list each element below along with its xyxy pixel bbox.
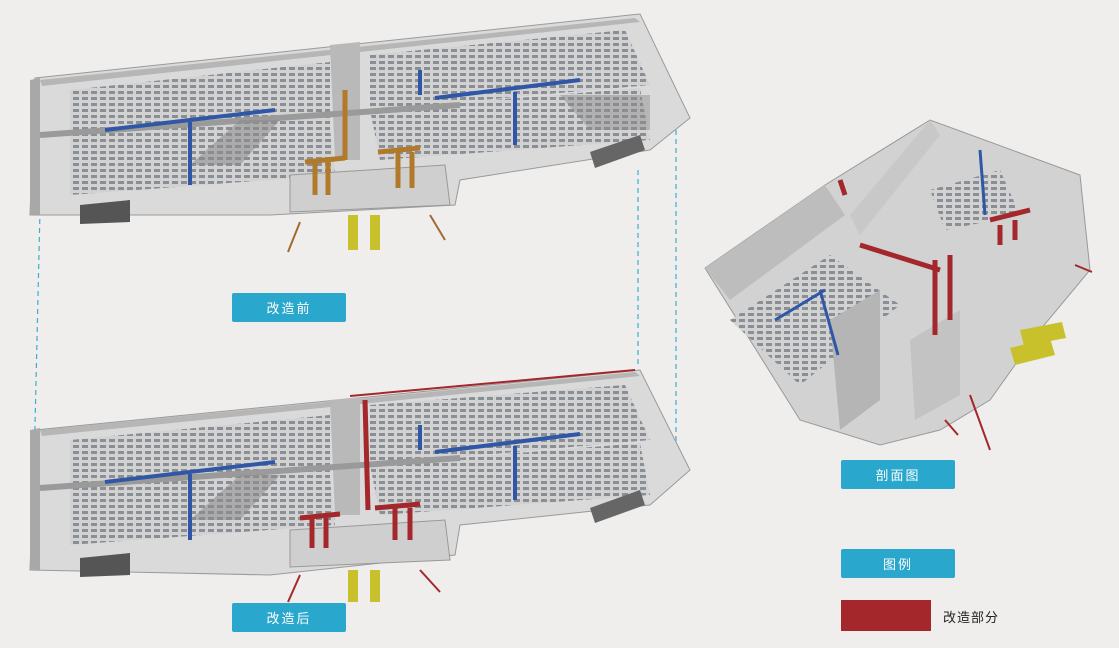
alignment-guide-lines <box>31 130 677 556</box>
section-label: 剖面图 <box>841 460 955 489</box>
before-label: 改造前 <box>232 293 346 322</box>
legend-swatch <box>841 600 931 631</box>
after-label: 改造后 <box>232 603 346 632</box>
legend-title: 图例 <box>841 549 955 578</box>
model-after <box>29 369 691 603</box>
model-section <box>704 119 1093 451</box>
legend-item-label: 改造部分 <box>943 611 1000 626</box>
model-before <box>29 13 691 253</box>
